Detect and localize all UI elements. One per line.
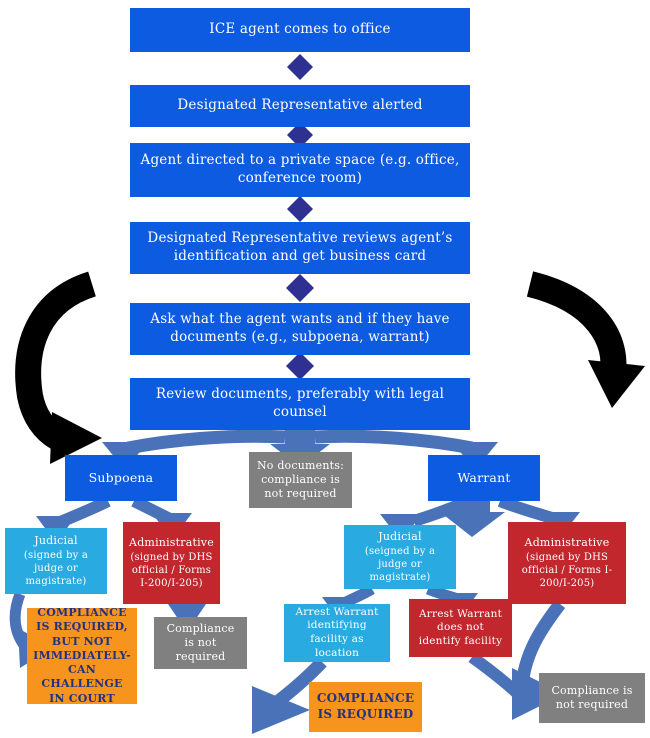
diamond-3 [287,196,313,222]
step-3-private-space: Agent directed to a private space (e.g. … [130,143,470,197]
flow-diamonds [286,54,314,380]
warrant-administrative-title: Administrative [524,535,610,549]
outcome-challenge-in-court: COMPLIANCE IS REQUIRED, BUT NOT IMMEDIAT… [27,606,137,705]
outcome-arrest-warrant-not-identifying: Arrest Warrant does not identify facilit… [409,599,512,657]
diamond-2 [287,122,313,148]
diamond-1 [287,54,313,80]
arrest-no-out-band [468,652,521,697]
subpoena-judicial-title: Judicial [34,533,78,547]
branch-no-documents: No documents: compliance is not required [249,452,352,508]
warrant-center-arrow [440,500,505,537]
warrant-judicial-subtitle: (seigned by a judge or magistrate) [364,546,436,584]
diamond-4 [286,274,314,302]
warrant-administrative-box: Administrative (signed by DHS official /… [508,522,626,604]
outcome-warrant-admin-not-required: Compliance is not required [539,673,645,723]
subpoena-judicial-box: Judicial (signed by a judge or magistrat… [5,528,107,594]
subpoena-administrative-title: Administrative [129,535,214,549]
step-5-ask-intent-documents: Ask what the agent wants and if they hav… [130,303,470,355]
outcome-compliance-required: COMPLIANCE IS REQUIRED [309,682,422,732]
branch-subpoena: Subpoena [65,455,177,501]
outcome-arrest-warrant-identifying: Arrest Warrant identifying facility as l… [284,604,390,662]
funnel-left-band [126,429,286,455]
step-4-review-identification: Designated Representative reviews agent’… [130,222,470,274]
warrant-judicial-box: Judicial (seigned by a judge or magistra… [344,525,456,589]
subpoena-judicial-subtitle: (signed by a judge or magistrate) [23,550,89,588]
gray-right-in-head [512,668,564,720]
warrant-judicial-title: Judicial [378,529,422,543]
step-1-ice-agent-arrives: ICE agent comes to office [130,8,470,52]
black-arrow-right [526,271,645,408]
subpoena-administrative-box: Administrative (signed by DHS official /… [123,522,220,604]
arrest-id-out-head [252,686,310,734]
black-arrow-left [15,271,102,464]
step-6-review-documents: Review documents, preferably with legal … [130,378,470,430]
outcome-subpoena-admin-not-required: Compliance is not required [154,617,247,669]
diamond-5 [286,352,314,380]
branch-connectors [9,429,580,734]
funnel-center-arrow [270,430,330,467]
funnel-right-band [314,429,474,455]
branch-warrant: Warrant [428,455,540,501]
step-2-representative-alerted: Designated Representative alerted [130,85,470,127]
subpoena-administrative-subtitle: (signed by DHS official / Forms I-200/I-… [130,552,213,590]
warrant-administrative-subtitle: (signed by DHS official / Forms I-200/I-… [521,552,613,590]
